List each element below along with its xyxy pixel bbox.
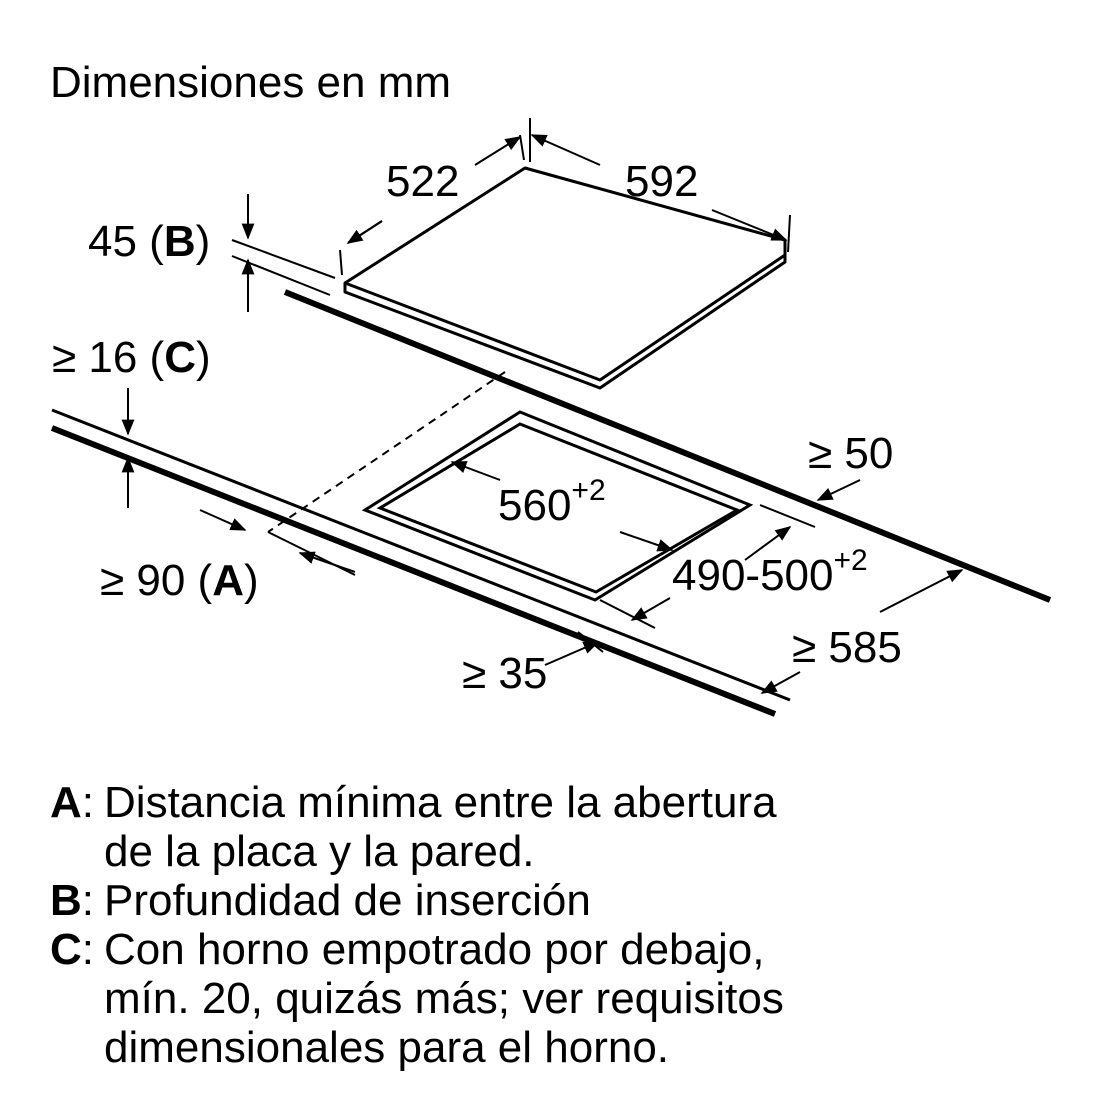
legend-line: Con horno empotrado por debajo, bbox=[104, 925, 765, 974]
diagram-title: Dimensiones en mm bbox=[50, 58, 451, 107]
dim-560-lines bbox=[450, 461, 674, 552]
legend-key: B bbox=[50, 876, 82, 925]
dim-insert-depth: 45 (B) bbox=[88, 217, 210, 266]
dim-worktop-depth: ≥ 585 bbox=[792, 623, 902, 672]
cutout-outline bbox=[361, 410, 754, 602]
dim-522-lines bbox=[339, 134, 525, 276]
dim-490-lines bbox=[599, 504, 816, 629]
dim-90-lines bbox=[199, 509, 356, 576]
legend-colon: : bbox=[81, 778, 95, 827]
legend-line: Distancia mínima entre la abertura bbox=[104, 778, 777, 827]
dim-width-top: 522 bbox=[386, 157, 459, 206]
legend-colon: : bbox=[81, 925, 95, 974]
dim-50-lines bbox=[816, 479, 861, 501]
dim-min-front: ≥ 35 bbox=[462, 649, 547, 698]
legend-line: mín. 20, quizás más; ver requisitos bbox=[104, 974, 784, 1023]
dim-45-lines bbox=[231, 194, 336, 312]
cooktop-outline bbox=[343, 166, 787, 390]
legend-key: A bbox=[50, 778, 82, 827]
legend-row-a: A : Distancia mínima entre la abertura d… bbox=[50, 778, 1070, 876]
projection-dashed-line bbox=[267, 371, 506, 533]
dim-35-lines bbox=[544, 631, 604, 666]
legend-line: Profundidad de inserción bbox=[104, 876, 591, 925]
dim-depth-top: 592 bbox=[625, 157, 698, 206]
legend: A : Distancia mínima entre la abertura d… bbox=[50, 778, 1070, 1072]
dim-oven-gap: ≥ 16 (C) bbox=[52, 333, 211, 382]
legend-key: C bbox=[50, 925, 82, 974]
dim-wall-distance: ≥ 90 (A) bbox=[100, 556, 259, 605]
dim-cutout-depth: 490-500+2 bbox=[672, 544, 868, 600]
legend-line: dimensionales para el horno. bbox=[104, 1023, 670, 1072]
dim-min-back: ≥ 50 bbox=[808, 429, 893, 478]
dim-cutout-width: 560+2 bbox=[498, 474, 606, 530]
legend-row-b: B : Profundidad de inserción bbox=[50, 876, 1070, 925]
legend-colon: : bbox=[81, 876, 95, 925]
dim-592-lines bbox=[529, 118, 791, 253]
legend-line: de la placa y la pared. bbox=[104, 827, 535, 876]
worktop-front-edge bbox=[50, 408, 791, 717]
dim-585-lines bbox=[760, 569, 964, 694]
worktop-top-line bbox=[283, 289, 1052, 603]
legend-row-c: C : Con horno empotrado por debajo, mín.… bbox=[50, 925, 1070, 1072]
